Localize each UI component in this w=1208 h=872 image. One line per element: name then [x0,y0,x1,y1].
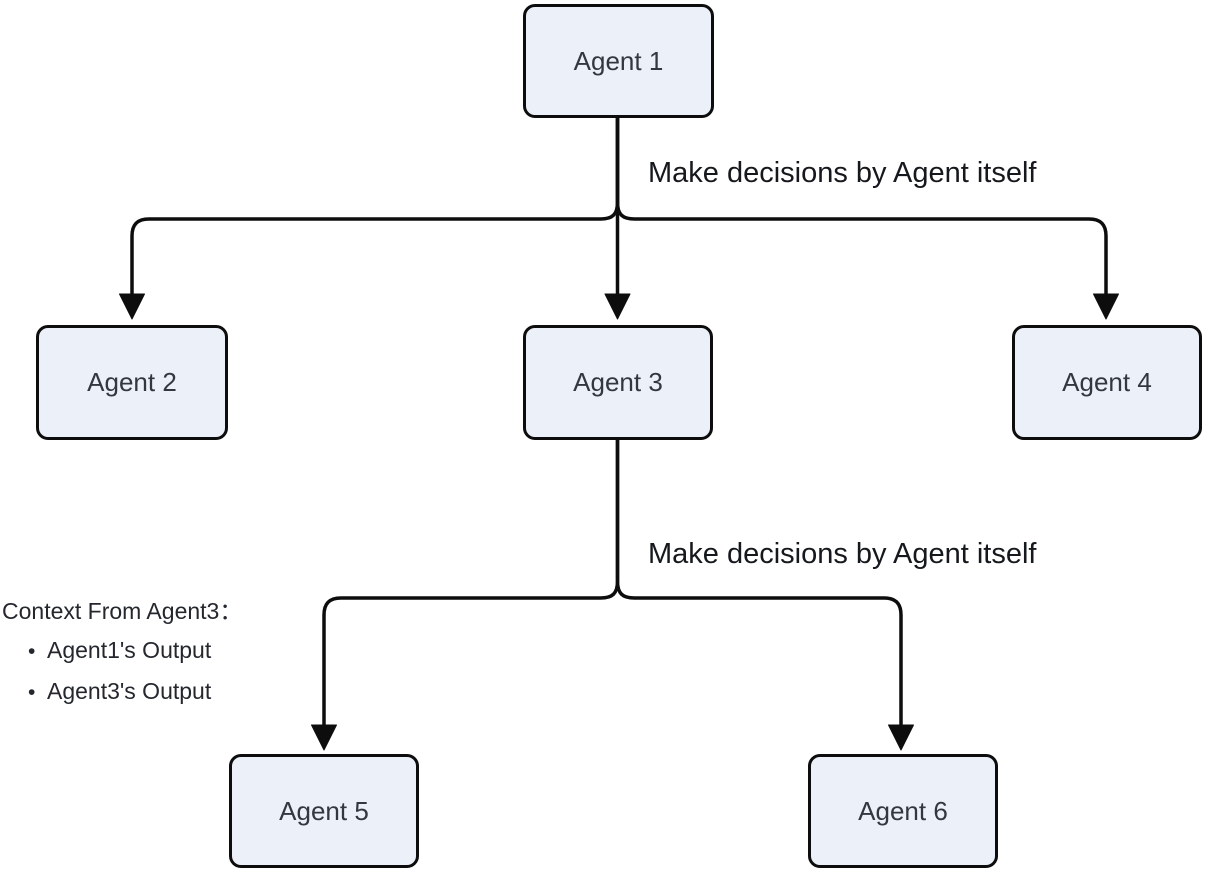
edge-label-decision-top: Make decisions by Agent itself [648,157,1037,189]
arrowhead-agent4 [1093,293,1119,320]
arrowhead-agent5 [311,724,337,751]
context-note-title: Context From Agent3： [2,598,243,624]
arrowhead-agent6 [888,724,914,751]
context-note-item-text: Agent3's Output [47,678,212,704]
context-note: Context From Agent3： • Agent1's Output •… [2,598,242,706]
arrowhead-agent3 [604,293,631,320]
edge-agent3-agent5 [322,440,620,727]
node-agent-4-label: Agent 4 [1062,367,1152,397]
node-agent-2-label: Agent 2 [87,367,177,397]
edge-agent1-agent2 [130,118,620,296]
arrowhead-agent2 [119,293,145,320]
node-agent-4: Agent 4 [1012,325,1202,440]
edge-agent3-agent6 [615,440,903,727]
node-agent-2: Agent 2 [36,325,228,440]
bullet-icon: • [28,640,36,663]
bullet-icon: • [28,681,36,704]
context-note-item: • Agent1's Output [2,637,242,665]
node-agent-1: Agent 1 [523,4,714,118]
node-agent-6: Agent 6 [808,754,998,868]
node-agent-5-label: Agent 5 [279,795,369,826]
node-agent-1-label: Agent 1 [573,45,664,76]
node-agent-3: Agent 3 [523,325,713,440]
edge-agent1-agent4 [615,118,1108,296]
context-note-item: • Agent3's Output [2,678,242,706]
context-note-item-text: Agent1's Output [47,637,212,663]
node-agent-6-label: Agent 6 [858,795,948,826]
edge-label-decision-bottom: Make decisions by Agent itself [648,538,1037,570]
node-agent-5: Agent 5 [229,754,419,868]
node-agent-3-label: Agent 3 [573,367,663,397]
